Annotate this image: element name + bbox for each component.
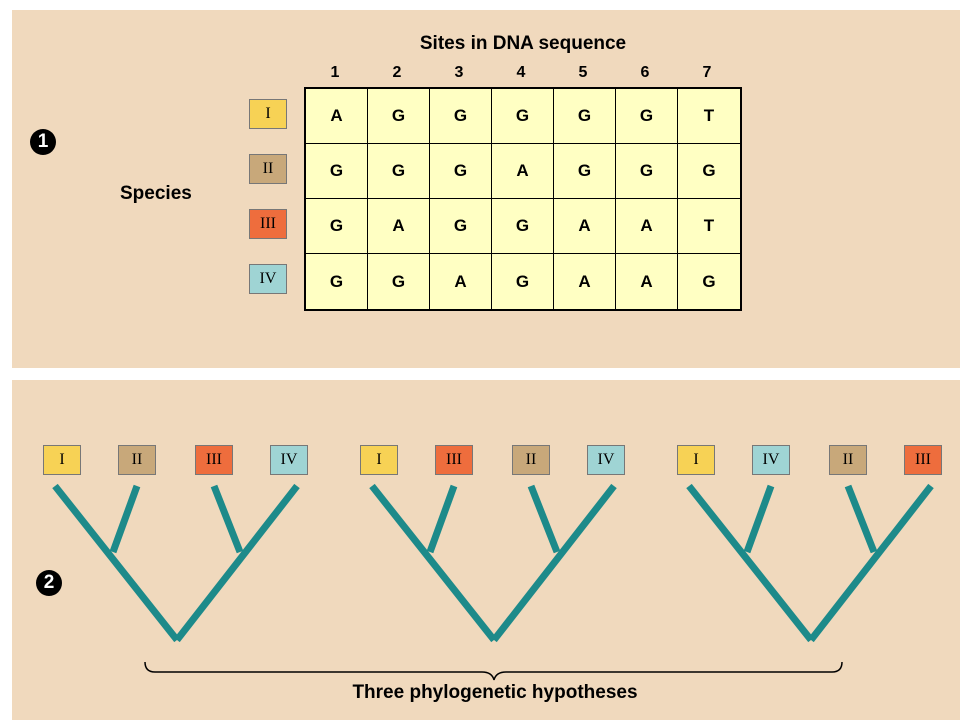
sequence-cell: A <box>492 144 554 199</box>
sequence-cell: G <box>306 199 368 254</box>
tree-branch <box>844 484 878 554</box>
site-number: 4 <box>516 64 526 81</box>
sequence-cell: G <box>702 271 716 291</box>
site-number: 2 <box>392 64 402 81</box>
sequence-cell: G <box>368 89 430 144</box>
sequence-cell: G <box>492 199 554 254</box>
tree-branch <box>109 484 141 554</box>
sequence-cell: G <box>368 254 430 309</box>
sequence-cell: G <box>616 89 678 144</box>
sequence-cell: T <box>678 89 740 144</box>
tree-leaf-badge: IV <box>270 445 308 475</box>
site-number: 7 <box>702 64 712 81</box>
sequence-cell: A <box>554 254 616 309</box>
site-number: 5 <box>578 64 588 81</box>
sequence-cell: A <box>554 199 616 254</box>
tree-branch <box>808 483 934 643</box>
sequence-cell: G <box>306 254 368 309</box>
tree-branch <box>210 484 244 554</box>
tree-leaf-badge: II <box>118 445 156 475</box>
panel-phylogenetic-trees <box>12 380 960 720</box>
grouping-brace <box>144 661 843 681</box>
species-badge: I <box>249 99 287 129</box>
tree-leaf-badge: II <box>829 445 867 475</box>
sequence-cell: G <box>430 199 492 254</box>
tree-leaf-badge: II <box>512 445 550 475</box>
tree-branch <box>369 483 497 643</box>
sequence-cell: A <box>616 199 678 254</box>
tree-branch <box>491 483 617 643</box>
sequence-cell: A <box>430 254 492 309</box>
tree-leaf-badge: I <box>360 445 398 475</box>
tree-leaf-badge: III <box>435 445 473 475</box>
tree-leaf-badge: IV <box>752 445 790 475</box>
sequence-cell: G <box>430 89 492 144</box>
tree-branch <box>174 483 300 643</box>
site-number: 6 <box>640 64 650 81</box>
sequence-cell: T <box>678 199 740 254</box>
sequence-cell: G <box>368 144 430 199</box>
tree-leaf-badge: III <box>195 445 233 475</box>
step-number-1: 1 <box>30 129 56 155</box>
caption: Three phylogenetic hypotheses <box>352 682 638 703</box>
tree-branch <box>743 484 775 554</box>
sequence-cell: G <box>492 254 554 309</box>
tree-leaf-badge: I <box>43 445 81 475</box>
species-badge: IV <box>249 264 287 294</box>
sequence-cell: G <box>492 89 554 144</box>
table-title: Sites in DNA sequence <box>419 33 627 54</box>
tree-branch <box>686 483 814 643</box>
site-number: 1 <box>330 64 340 81</box>
species-badge: II <box>249 154 287 184</box>
sequence-cell: A <box>616 254 678 309</box>
sequence-cell: G <box>616 144 678 199</box>
tree-branch <box>527 484 561 554</box>
sequence-cell: A <box>368 199 430 254</box>
sequence-cell: G <box>306 144 368 199</box>
sequence-cell: G <box>678 144 740 199</box>
site-number: 3 <box>454 64 464 81</box>
sequence-cell: G <box>430 144 492 199</box>
sequence-cell: A <box>306 89 368 144</box>
tree-branch <box>426 484 458 554</box>
species-label: Species <box>120 183 192 204</box>
tree-branch <box>52 483 180 643</box>
species-badge: III <box>249 209 287 239</box>
tree-leaf-badge: I <box>677 445 715 475</box>
sequence-cell: G <box>554 89 616 144</box>
sequence-cell: G <box>554 144 616 199</box>
tree-leaf-badge: IV <box>587 445 625 475</box>
step-number-2: 2 <box>36 570 62 596</box>
tree-leaf-badge: III <box>904 445 942 475</box>
